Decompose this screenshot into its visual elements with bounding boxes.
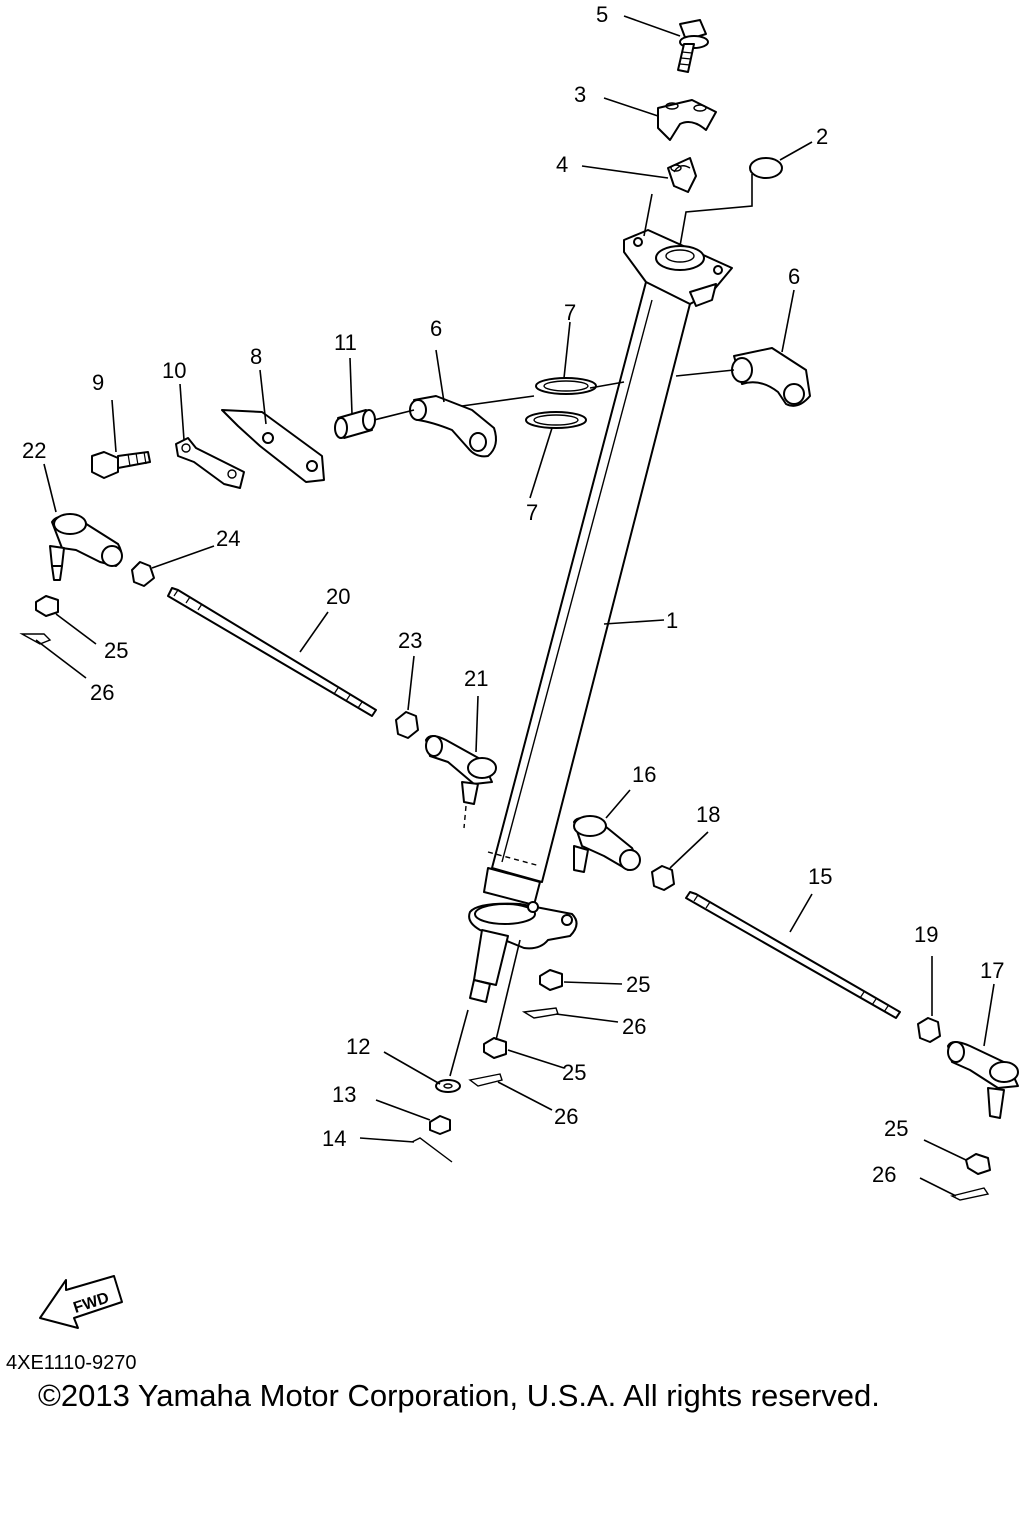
tie-rod-end-part-17 (947, 1041, 1019, 1119)
leader-lines (35, 15, 995, 1197)
callout-6-right: 6 (788, 264, 800, 289)
callout-6-left: 6 (430, 316, 442, 341)
tie-rod-part-15 (685, 891, 901, 1019)
circlip-lower-part-7 (525, 411, 587, 429)
circlip-upper-part-7 (535, 377, 597, 395)
callout-10: 10 (162, 358, 186, 383)
callout-3: 3 (574, 82, 586, 107)
nut-part-24 (131, 561, 155, 587)
callout-2: 2 (816, 124, 828, 149)
diagram-code: 4XE1110-9270 (6, 1352, 137, 1374)
callout-14: 14 (322, 1126, 346, 1151)
plate-part-8 (221, 409, 325, 483)
steering-exploded-diagram: FWD (19, 2, 1019, 1329)
callout-24: 24 (216, 526, 240, 551)
callout-12: 12 (346, 1034, 370, 1059)
callout-5: 5 (596, 2, 608, 27)
tie-rod-part-20 (167, 587, 377, 717)
steering-shaft-part-1 (468, 281, 693, 1003)
callout-4: 4 (556, 152, 568, 177)
castle-nut-right-part-25 (965, 1153, 991, 1175)
callout-25-left: 25 (104, 638, 128, 663)
nut-part-13 (429, 1115, 451, 1135)
callout-22: 22 (22, 438, 46, 463)
tie-rod-end-part-16 (573, 815, 641, 873)
nut-part-18 (651, 865, 675, 891)
callout-20: 20 (326, 584, 350, 609)
callout-8: 8 (250, 344, 262, 369)
castle-nut-lower-b-part-25 (483, 1037, 507, 1059)
fwd-arrow-icon: FWD (39, 1275, 123, 1329)
callout-1: 1 (666, 608, 678, 633)
washer-part-12 (435, 1079, 461, 1093)
callout-25-right: 25 (884, 1116, 908, 1141)
callout-7-lower: 7 (526, 500, 538, 525)
lock-washer-part-10 (175, 437, 245, 489)
cotter-pin-lower-b-part-26 (468, 1073, 503, 1087)
bolt-part-9 (91, 451, 151, 479)
callout-19: 19 (914, 922, 938, 947)
callout-15: 15 (808, 864, 832, 889)
bolt-part-5 (677, 19, 709, 73)
tie-rod-end-part-22 (49, 513, 123, 581)
column-top-plate (623, 229, 733, 307)
collar-part-11 (334, 409, 376, 439)
nut-part-19 (917, 1017, 941, 1043)
callout-11: 11 (334, 330, 357, 355)
nut-part-23 (395, 711, 419, 739)
callout-23: 23 (398, 628, 422, 653)
callout-21: 21 (464, 666, 488, 691)
callout-13: 13 (332, 1082, 356, 1107)
callout-labels: 5 3 2 4 6 6 7 7 11 8 10 9 22 24 20 1 25 … (22, 2, 1004, 1187)
cotter-pin-part-14 (411, 1137, 453, 1163)
callout-7-upper: 7 (564, 300, 576, 325)
handlebar-lower-holder-part-4 (667, 157, 697, 193)
callout-25-mid-a: 25 (626, 972, 650, 997)
callout-17: 17 (980, 958, 1004, 983)
cotter-pin-right-part-26 (949, 1187, 990, 1201)
castle-nut-left-part-25 (35, 595, 59, 617)
bushing-holder-right-part-6 (731, 347, 811, 407)
callout-26-right: 26 (872, 1162, 896, 1187)
callout-25-mid-b: 25 (562, 1060, 586, 1085)
handlebar-upper-holder-part-3 (657, 99, 717, 141)
callout-18: 18 (696, 802, 720, 827)
copyright-notice: ©2013 Yamaha Motor Corporation, U.S.A. A… (38, 1378, 880, 1413)
callout-16: 16 (632, 762, 656, 787)
bushing-holder-left-part-6 (409, 395, 497, 458)
cotter-pin-lower-a-part-26 (521, 1007, 559, 1019)
callout-26-mid-b: 26 (554, 1104, 578, 1129)
castle-nut-lower-a-part-25 (539, 969, 563, 991)
cap-part-2 (749, 157, 783, 179)
callout-9: 9 (92, 370, 104, 395)
callout-26-mid-a: 26 (622, 1014, 646, 1039)
callout-26-left: 26 (90, 680, 114, 705)
cotter-pin-left-part-26 (19, 633, 52, 645)
tie-rod-end-part-21 (425, 735, 497, 829)
